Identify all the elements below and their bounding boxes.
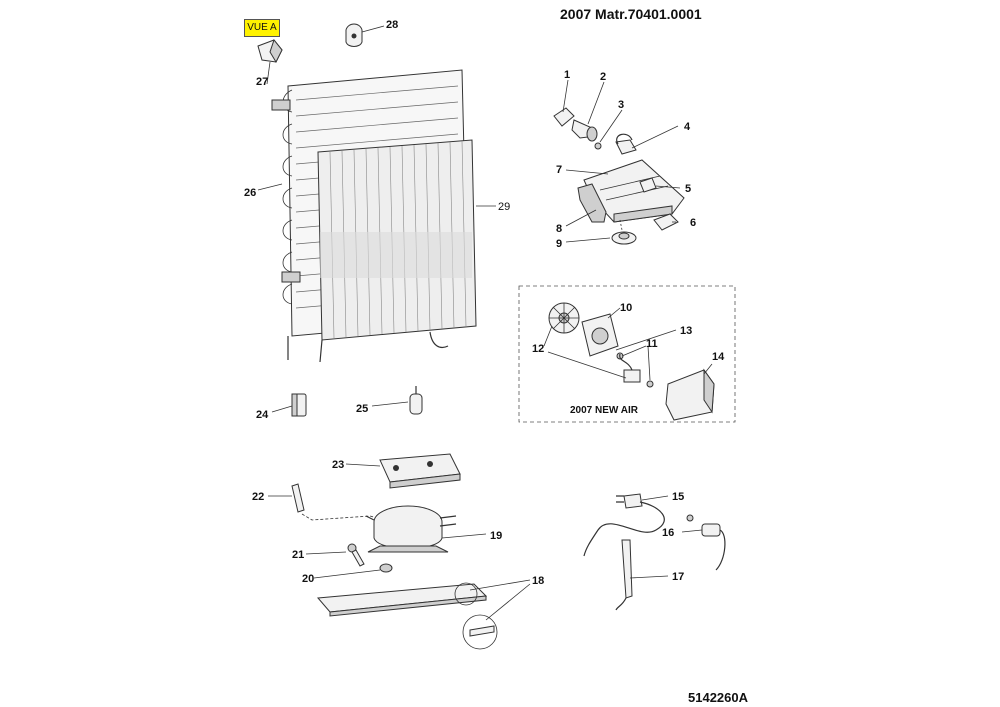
compressor-19 [365,505,457,553]
callout-20: 20 [302,573,314,585]
inset-caption: 2007 NEW AIR [570,405,639,416]
capacitor-16 [686,514,726,571]
callout-3: 3 [618,99,624,111]
callout-1: 1 [564,69,570,81]
callout-19: 19 [490,530,502,542]
callout-5: 5 [685,183,691,195]
fan-motor-10 [581,313,619,357]
view-a-part-27 [257,38,283,64]
callout-27: 27 [256,76,268,88]
callout-22: 22 [252,491,264,503]
header-title: 2007 Matr.70401.0001 [560,6,702,22]
bolt-21 [347,543,365,567]
callout-24: 24 [256,409,269,421]
thermostat-shaft-2 [571,119,598,142]
washer-3 [594,142,602,150]
thermostat-knob-1 [553,107,575,127]
callout-13: 13 [680,325,692,337]
callout-28: 28 [386,19,398,31]
fan-blade-12 [548,302,580,334]
lamp-holder-5 [639,177,657,193]
callout-4: 4 [684,121,691,133]
knob-cap-9 [611,219,637,245]
callout-29: 29 [498,201,510,213]
fan-cover-14 [665,368,715,421]
callout-26: 26 [244,187,256,199]
condenser-grid-29 [317,139,477,363]
callout-6: 6 [690,217,696,229]
callout-23: 23 [332,459,344,471]
capillary-filter-25 [409,386,423,415]
compressor-tray-23 [379,453,461,489]
base-plate-18 [316,582,498,650]
callout-8: 8 [556,223,562,235]
callout-numbers: 1 2 3 4 5 6 7 8 9 10 11 12 13 14 15 16 1… [244,19,725,587]
callout-7: 7 [556,164,562,176]
callout-21: 21 [292,549,304,561]
callout-11: 11 [646,338,658,350]
thermostat-probe-17 [615,539,633,611]
power-cord-15 [583,493,665,557]
leader-lines [257,25,713,621]
fan-connector [619,353,641,383]
lamp-cover-6 [653,213,679,231]
callout-25: 25 [356,403,368,415]
callout-12: 12 [532,343,544,355]
callout-14: 14 [712,351,725,363]
callout-2: 2 [600,71,606,83]
bracket-8 [577,183,607,223]
lamp-switch-4 [615,133,637,155]
callout-15: 15 [672,491,684,503]
dryer-24 [291,393,307,417]
grommet-20 [379,563,393,573]
callout-16: 16 [662,527,674,539]
diagram-code: 5142260A [688,690,748,705]
callout-17: 17 [672,571,684,583]
bracket-28 [345,23,363,47]
callout-9: 9 [556,238,562,250]
callout-10: 10 [620,302,632,314]
pipe-22 [291,483,385,521]
thermostat-housing-7 [583,159,685,223]
callout-18: 18 [532,575,544,587]
view-a-label: VUE A [244,19,280,37]
